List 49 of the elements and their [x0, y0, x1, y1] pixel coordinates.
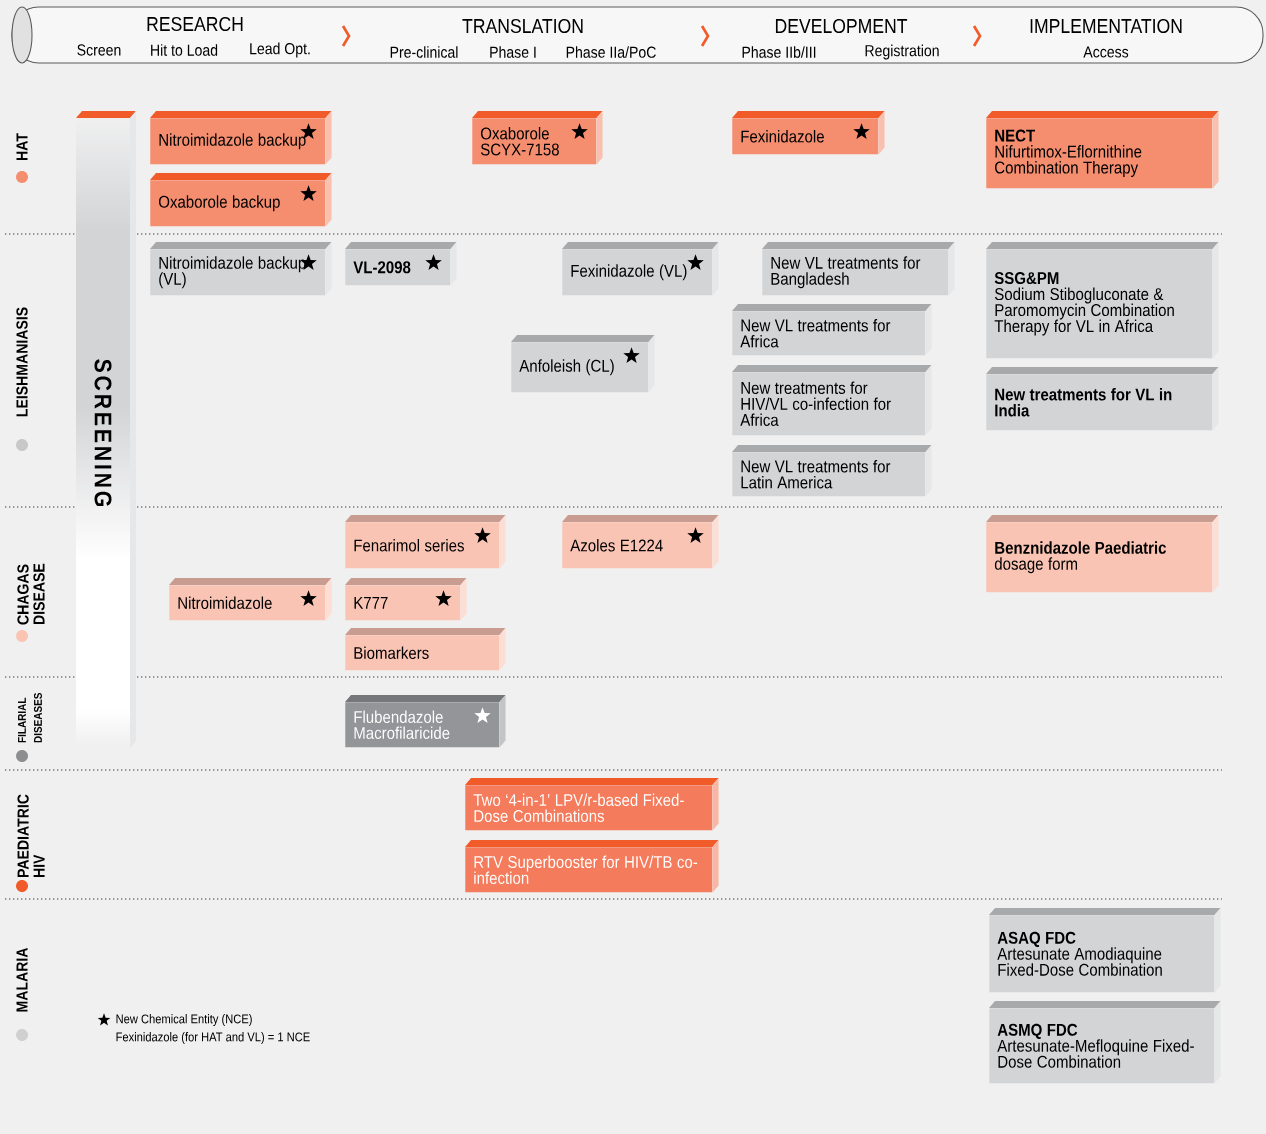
pipeline-box: ASAQ FDC Artesunate Amodiaquine Fixed-Dose Combination [989, 908, 1221, 993]
phase-heading: TRANSLATION [462, 18, 583, 34]
disease-label: HAT [16, 133, 28, 160]
stage-label: Pre-clinical [390, 46, 458, 58]
pipeline-box: Fenarimol series [345, 515, 506, 569]
stage-label: Screen [77, 44, 121, 56]
node-label: SCREENING [94, 359, 112, 506]
pipeline-box: Oxaborole SCYX-7158 [472, 111, 603, 165]
pipeline-box: NECT Nifurtimox-Eflornithine Combination Therapy [986, 111, 1219, 189]
pipeline-box: Nitroimidazole [169, 578, 332, 621]
stage-label: Phase I [490, 46, 536, 58]
disease-label: FILARIAL DISEASES [18, 692, 42, 743]
pipeline-box: SSG&PM Sodium Stibogluconate & Paromomycin Combination Therapy for VL in Africa [986, 242, 1219, 359]
disease-label: CHAGAS DISEASE [17, 563, 45, 625]
pipeline-box: New VL treatments for Bangladesh [762, 242, 955, 296]
screening-column: SCREENING [76, 111, 136, 748]
pipeline-box: ASMQ FDC Artesunate-Mefloquine Fixed-Dose Combination [989, 1001, 1221, 1084]
pipeline-box: K777 [345, 578, 467, 621]
stage-label: Hit to Load [151, 44, 218, 56]
pipeline-box: Biomarkers [345, 628, 506, 671]
pipeline-box: Two ‘4-in-1’ LPV/r-based Fixed-Dose Combinations [465, 778, 719, 831]
pipeline-box: Nitroimidazole backup [150, 111, 332, 165]
phase-heading: RESEARCH [147, 16, 243, 32]
pipeline-box: New VL treatments for Africa [732, 304, 932, 356]
pipeline-box: New VL treatments for Latin America [732, 445, 932, 497]
disease-label: LEISHMANIASIS [16, 307, 28, 417]
stage-label: Phase IIa/PoC [566, 46, 656, 58]
stage-label: Access [1083, 46, 1129, 58]
pipeline-box: VL-2098 [345, 242, 457, 286]
stage-label: Registration [865, 44, 939, 60]
pipeline-box: Azoles E1224 [562, 515, 719, 569]
pipeline-box: RTV Superbooster for HIV/TB co-infection [465, 840, 719, 893]
phase-heading: DEVELOPMENT [775, 18, 908, 34]
disease-label: MALARIA [16, 947, 28, 1012]
pipeline-box: Benznidazole Paediatric dosage form [986, 515, 1219, 593]
pipeline-box: Fexinidazole [732, 111, 885, 155]
phase-heading: IMPLEMENTATION [1030, 18, 1182, 34]
pipeline-box: Nitroimidazole backup (VL) [150, 242, 332, 296]
stage-label: Lead Opt. [250, 42, 310, 58]
pipeline-box: New treatments for VL in India [986, 367, 1219, 431]
pipeline-box: Oxaborole backup [150, 173, 332, 227]
disease-label: PAEDIATRIC HIV [17, 794, 45, 878]
pipeline-box: Anfoleish (CL) [511, 335, 655, 393]
legend-text: New Chemical Entity (NCE) [116, 1014, 252, 1026]
pipeline-box: Flubendazole Macrofilaricide [345, 695, 506, 748]
pipeline-box: Fexinidazole (VL) [562, 242, 719, 296]
note-text: Fexinidazole (for HAT and VL) = 1 NCE [116, 1032, 310, 1044]
stage-label: Phase IIb/III [742, 46, 816, 58]
pipeline-box: New treatments for HIV/VL co-infection for Africa [732, 365, 932, 436]
